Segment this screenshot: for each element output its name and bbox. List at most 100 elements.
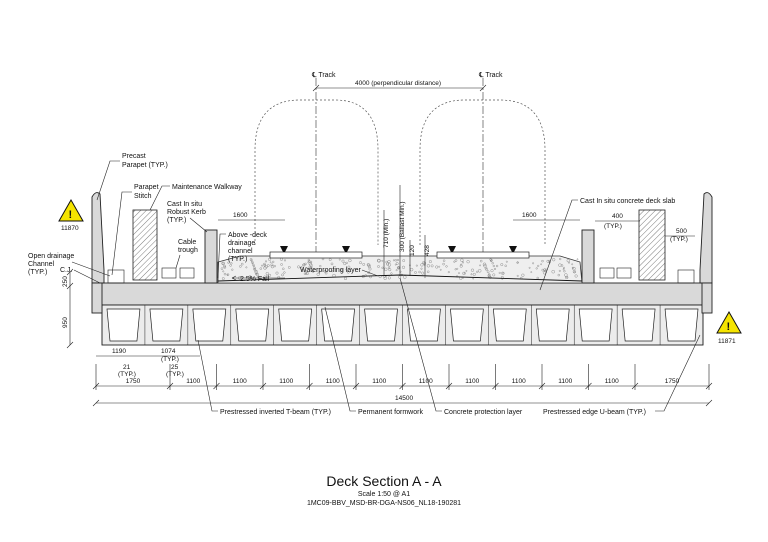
ballast-stone xyxy=(367,263,371,267)
ballast-stone xyxy=(491,262,494,265)
beam-voids xyxy=(101,305,704,345)
dim-span-tick xyxy=(445,364,453,390)
ballast-stone xyxy=(560,264,564,267)
label-precast-parapet-2: Parapet (TYP.) xyxy=(122,162,168,169)
ballast-stone xyxy=(250,259,253,262)
drawing-title: Deck Section A - A xyxy=(326,473,442,489)
label-fall: 2.5% Fall xyxy=(240,276,270,283)
ballast-stone xyxy=(398,275,402,279)
dim-span-label: 1750 xyxy=(665,378,680,385)
ballast-stone xyxy=(316,272,320,276)
ballast-stone xyxy=(226,273,230,276)
ballast-stone xyxy=(265,272,269,276)
label-parapet-stitch-2: Stitch xyxy=(134,193,152,200)
label-drainage-2: drainage xyxy=(228,240,255,247)
ballast-stone xyxy=(384,267,388,271)
ballast-stone xyxy=(479,259,483,263)
ballast-stone xyxy=(470,268,475,272)
ballast-stone xyxy=(302,263,305,267)
ballast-dims xyxy=(383,185,426,276)
label-drainage-3: channel xyxy=(228,248,253,255)
precast-parapet-left xyxy=(91,192,105,284)
ballast-stone xyxy=(528,266,531,269)
ballast-stone xyxy=(500,263,504,266)
dim-total: 14500 xyxy=(395,395,413,402)
beam-void xyxy=(621,308,656,342)
ballast-stone xyxy=(367,265,371,269)
ballast-stone xyxy=(453,260,456,263)
dim-1600-right: 1600 xyxy=(522,212,537,219)
ballast-stone xyxy=(388,268,392,272)
ballast-stone xyxy=(307,261,310,264)
dim-span-tick xyxy=(306,364,313,390)
ballast-stone xyxy=(287,266,291,269)
ballast-stone xyxy=(281,273,284,277)
dim-tick xyxy=(312,84,487,92)
ballast-stone xyxy=(486,270,490,274)
ballast-stone xyxy=(395,269,398,272)
ballast-stone xyxy=(386,262,390,266)
edge-stub-left xyxy=(91,282,103,314)
ballast-stone xyxy=(221,277,225,280)
dim-span-label: 1100 xyxy=(372,378,386,385)
ballast-stone xyxy=(430,264,434,268)
ballast-stone xyxy=(456,267,459,270)
ballast-stone xyxy=(541,268,545,272)
ballast-stone xyxy=(340,268,343,272)
ballast-stone xyxy=(403,275,407,279)
dim-span-label: 1100 xyxy=(279,378,293,385)
dim-span-label: 1100 xyxy=(558,378,572,385)
dim-400-typ: (TYP.) xyxy=(604,223,622,230)
ballast-stone xyxy=(442,262,445,266)
ballast-stone xyxy=(323,270,327,273)
rail-right-a xyxy=(448,246,456,252)
ballast-stone xyxy=(420,263,424,267)
ballast-stone xyxy=(347,265,351,269)
ballast-stone xyxy=(490,259,493,262)
ballast-stone xyxy=(254,268,256,270)
ballast-stone xyxy=(270,263,274,267)
ballast-stone xyxy=(240,262,244,266)
ballast-stone xyxy=(264,265,268,269)
ballast-stone xyxy=(249,276,252,279)
ballast-stone xyxy=(557,273,560,277)
ballast-stone xyxy=(414,271,417,274)
ballast-stone xyxy=(377,258,381,263)
ballast-stone xyxy=(551,270,555,274)
ballast-stone xyxy=(439,268,442,271)
ballast-stone xyxy=(307,258,310,262)
ballast-stone xyxy=(566,259,570,263)
label-cable-trough-1: Cable xyxy=(178,239,196,246)
dim-span-label: 1100 xyxy=(233,378,247,385)
beam-void xyxy=(450,308,484,342)
ballast-stone xyxy=(501,271,505,275)
beam-void xyxy=(535,308,570,342)
ballast-stone xyxy=(303,272,306,275)
dim-950: 950 xyxy=(62,317,69,328)
ballast-stone xyxy=(498,271,501,274)
dim-710: 710 (Min.) xyxy=(383,219,390,248)
track-label-left: ℄ Track xyxy=(311,72,336,79)
dim-1190: 1190 xyxy=(112,348,126,355)
ballast-stone xyxy=(249,258,253,261)
cable-trough-right-2 xyxy=(616,267,632,279)
ballast-stone xyxy=(306,272,309,275)
ballast-stone xyxy=(571,263,574,266)
cable-trough-right-1 xyxy=(599,267,615,279)
warning-label-left: 11870 xyxy=(61,225,79,232)
sleeper-right xyxy=(436,251,530,259)
ballast-stone xyxy=(483,264,487,268)
ballast-stone xyxy=(401,265,406,269)
cable-trough-left-2 xyxy=(179,267,195,279)
fall-arrow xyxy=(231,275,285,281)
ballast-stone xyxy=(394,263,397,266)
dim-ticks-total xyxy=(92,399,713,407)
ballast-stone xyxy=(521,273,525,277)
train-envelope-right xyxy=(419,99,546,245)
dim-25: 25 xyxy=(171,364,179,371)
ballast-stone xyxy=(341,259,345,263)
ballast-stone xyxy=(269,261,272,264)
label-waterproofing: Waterproofing layer xyxy=(300,267,361,274)
ballast-stone xyxy=(516,261,519,264)
ballast-stone xyxy=(239,265,242,268)
